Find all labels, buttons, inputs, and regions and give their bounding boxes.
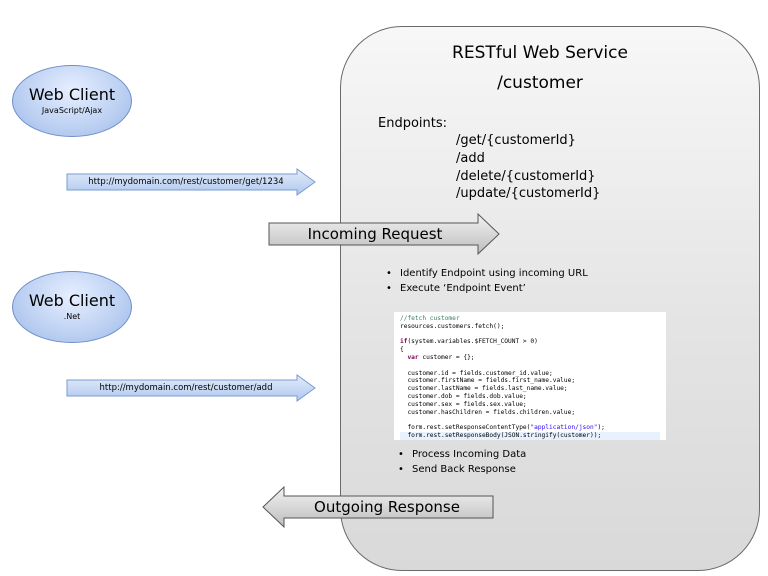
outgoing-response-label: Outgoing Response <box>314 498 460 516</box>
code-line: form.rest.setResponseContentType("applic… <box>400 424 660 432</box>
service-box <box>340 26 760 571</box>
code-string: "application/json" <box>530 424 598 432</box>
code-keyword: var <box>407 353 419 361</box>
arrow-left-icon <box>262 486 494 528</box>
request-url-arrow: http://mydomain.com/rest/customer/add <box>66 374 316 402</box>
code-line: customer.sex = fields.sex.value; <box>400 401 660 409</box>
client-name: Web Client <box>28 291 116 310</box>
endpoint-item: /add <box>456 151 485 166</box>
client-platform: .Net <box>63 312 81 321</box>
code-text: customer.sex = fields.sex.value; <box>407 400 527 408</box>
list-item: Send Back Response <box>398 462 526 477</box>
code-text: form.rest.setResponseContentType( <box>407 424 531 432</box>
code-line: customer.dob = fields.dob.value; <box>400 393 660 401</box>
code-text: customer.dob = fields.dob.value; <box>407 392 527 400</box>
steps-before-list: Identify Endpoint using incoming URL Exe… <box>386 266 588 296</box>
code-line: customer.lastName = fields.last_name.val… <box>400 385 660 393</box>
code-comment: //fetch customer <box>400 315 460 322</box>
client-platform: JavaScript/Ajax <box>41 106 103 115</box>
endpoints-label: Endpoints: <box>378 116 448 131</box>
endpoint-item: /get/{customerId} <box>456 133 576 148</box>
code-line: if(system.variables.$FETCH_COUNT > 0) <box>400 338 660 346</box>
code-text: form.rest.setResponseBody(JSON.stringify… <box>407 431 602 439</box>
request-url: http://mydomain.com/rest/customer/add <box>99 383 273 393</box>
outgoing-response-arrow: Outgoing Response <box>262 486 494 528</box>
code-keyword: if <box>400 338 408 346</box>
service-resource: /customer <box>497 73 583 93</box>
client-name: Web Client <box>28 85 116 104</box>
code-text: customer.id = fields.customer_id.value; <box>407 369 553 377</box>
request-url: http://mydomain.com/rest/customer/get/12… <box>88 177 284 187</box>
code-line: customer.hasChildren = fields.children.v… <box>400 409 660 417</box>
code-text: customer.firstName = fields.first_name.v… <box>407 377 576 385</box>
arrow-right-icon <box>66 374 316 402</box>
code-line: var customer = {}; <box>400 354 660 362</box>
endpoint-item: /delete/{customerId} <box>456 169 596 184</box>
web-client-dotnet: Web Client .Net <box>12 271 132 343</box>
code-text: (system.variables.$FETCH_COUNT > 0) <box>407 338 538 346</box>
code-text: customer.hasChildren = fields.children.v… <box>407 408 576 416</box>
code-line: resources.customers.fetch(); <box>400 322 505 330</box>
list-item: Execute ‘Endpoint Event’ <box>386 281 588 296</box>
code-snippet: //fetch customer resources.customers.fet… <box>394 312 666 440</box>
code-text: customer.lastName = fields.last_name.val… <box>407 385 568 393</box>
endpoint-item: /update/{customerId} <box>456 186 601 201</box>
incoming-request-arrow: Incoming Request <box>268 213 500 255</box>
request-url-arrow: http://mydomain.com/rest/customer/get/12… <box>66 168 316 196</box>
arrow-right-icon <box>66 168 316 196</box>
code-text: ); <box>597 424 605 432</box>
list-item: Process Incoming Data <box>398 447 526 462</box>
code-line: { <box>400 346 404 354</box>
arrow-right-icon <box>268 213 500 255</box>
code-line: customer.firstName = fields.first_name.v… <box>400 377 660 385</box>
steps-after-list: Process Incoming Data Send Back Response <box>398 447 526 477</box>
code-text: customer = {}; <box>418 353 475 361</box>
code-line-highlighted: form.rest.setResponseBody(JSON.stringify… <box>400 431 660 440</box>
web-client-javascript: Web Client JavaScript/Ajax <box>12 65 132 137</box>
service-title: RESTful Web Service <box>452 43 628 63</box>
list-item: Identify Endpoint using incoming URL <box>386 266 588 281</box>
code-line: customer.id = fields.customer_id.value; <box>400 370 660 378</box>
incoming-request-label: Incoming Request <box>307 225 443 243</box>
